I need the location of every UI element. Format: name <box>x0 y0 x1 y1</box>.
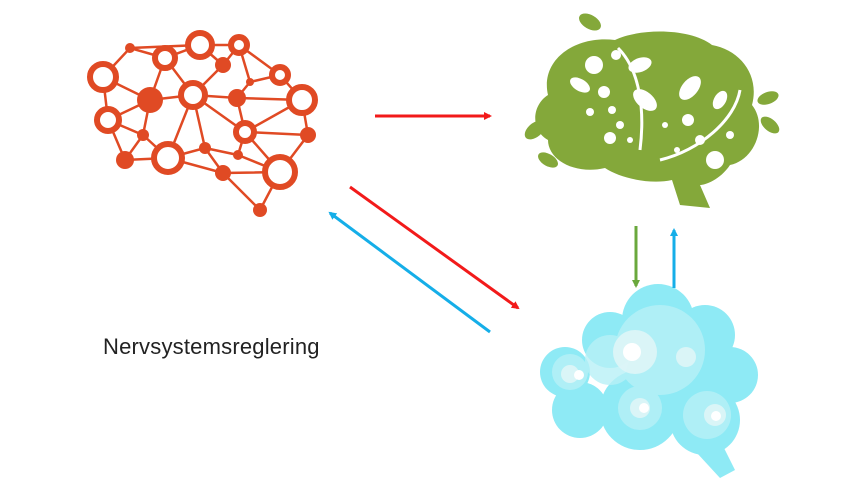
leaf-brain-icon <box>524 13 780 208</box>
arrow-network-to-cloud <box>349 185 520 310</box>
arrow-cloud-to-network <box>328 211 491 334</box>
diagram-label: Nervsystemsreglering <box>103 334 320 359</box>
cloud-brain-icon <box>540 284 758 478</box>
network-brain-icon <box>87 30 318 217</box>
